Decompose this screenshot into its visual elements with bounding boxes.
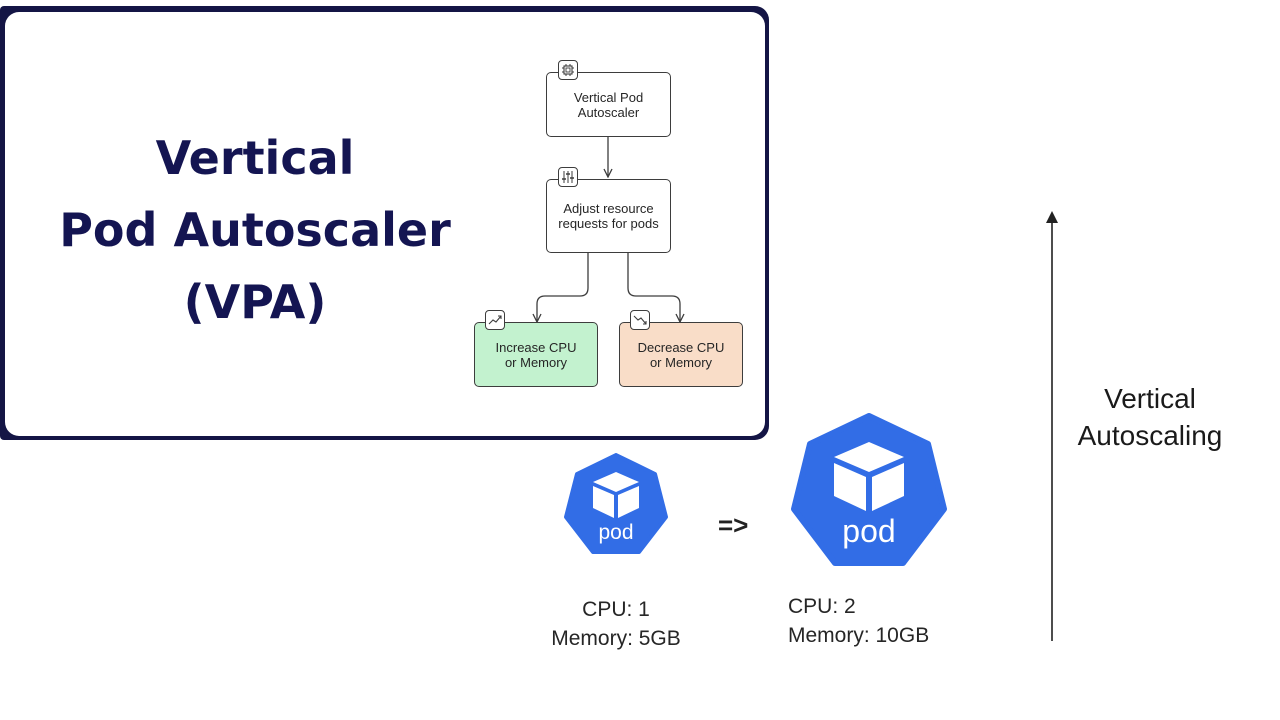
pod-after-label: pod	[842, 513, 896, 549]
adjust-node: Adjust resource requests for pods	[546, 179, 671, 253]
pod-before-specs: CPU: 1 Memory: 5GB	[540, 595, 692, 653]
pod-before-heptagon	[564, 453, 668, 554]
vpa-node-label: Vertical Pod Autoscaler	[573, 89, 644, 120]
sliders-icon	[558, 167, 578, 187]
vpa-title-line-1: Vertical	[155, 131, 355, 185]
pod-before-memory: Memory: 5GB	[551, 627, 681, 650]
vertical-autoscaling-label: Vertical Autoscaling	[1077, 383, 1223, 451]
pod-after-cpu: CPU: 2	[788, 595, 856, 618]
increase-node: Increase CPU or Memory	[474, 322, 598, 387]
trend-up-icon	[485, 310, 505, 330]
pod-before-cpu: CPU: 1	[582, 598, 650, 621]
decrease-node-label: Decrease CPU or Memory	[637, 339, 725, 370]
connector-adjust-to-increase	[537, 253, 589, 322]
vpa-title-line-3: (VPA)	[183, 275, 327, 329]
pod-after: pod	[788, 413, 950, 573]
adjust-node-label: Adjust resource requests for pods	[558, 201, 659, 231]
vpa-title-line-2: Pod Autoscaler	[59, 203, 451, 257]
vpa-title: Vertical Pod Autoscaler (VPA)	[40, 122, 470, 338]
trend-down-icon	[630, 310, 650, 330]
increase-node-label: Increase CPU or Memory	[495, 339, 577, 370]
pod-after-heptagon	[791, 413, 947, 566]
cube-icon	[834, 442, 904, 511]
decrease-node: Decrease CPU or Memory	[619, 322, 743, 387]
transition-arrow: =>	[718, 510, 749, 540]
cube-icon	[593, 472, 639, 518]
connector-adjust-to-decrease	[627, 253, 680, 322]
vpa-node: Vertical Pod Autoscaler	[546, 72, 671, 137]
pod-before: pod	[563, 453, 669, 559]
vertical-scale-arrow	[1046, 211, 1058, 641]
pod-after-specs: CPU: 2 Memory: 10GB	[788, 592, 958, 650]
chip-icon	[558, 60, 578, 80]
pod-after-memory: Memory: 10GB	[788, 624, 930, 647]
pod-before-label: pod	[598, 521, 634, 544]
